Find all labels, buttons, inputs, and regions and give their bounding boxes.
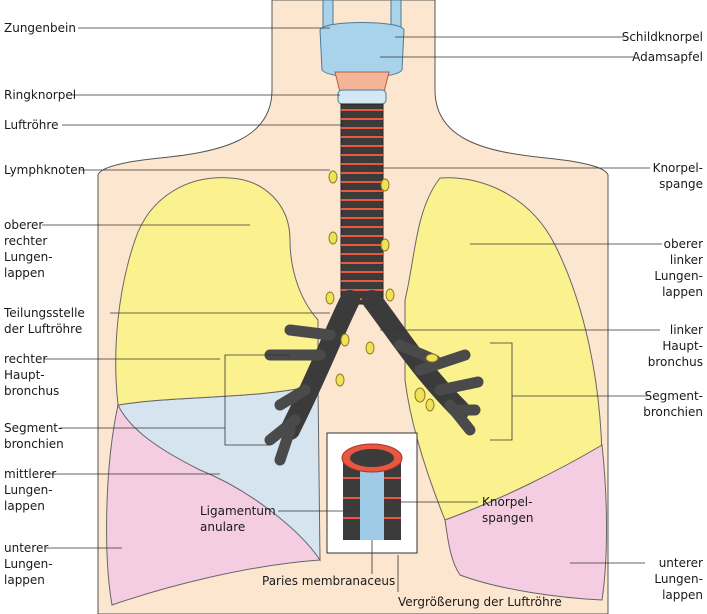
label-ringknorpel: Ringknorpel xyxy=(4,88,77,102)
magnification-inset xyxy=(326,432,418,554)
label-schildknorpel: Schildknorpel xyxy=(621,30,703,44)
larynx xyxy=(319,0,405,105)
right-lung xyxy=(106,177,321,606)
left-lower-lobe xyxy=(444,444,607,601)
trachea xyxy=(340,103,384,305)
label-zungenbein: Zungenbein xyxy=(4,21,76,35)
left-lung xyxy=(404,177,607,601)
label-vergroesserung: Vergrößerung der Luftröhre xyxy=(398,595,562,609)
label-segmentbronchien-left: Segment-bronchien xyxy=(4,421,64,451)
right-upper-lobe xyxy=(115,177,319,406)
bronchial-tree xyxy=(264,290,484,466)
leader-lines xyxy=(42,27,662,592)
label-knorpelspangen: Knorpel-spangen xyxy=(482,495,534,525)
label-luftroehre: Luftröhre xyxy=(4,118,59,132)
label-adamsapfel: Adamsapfel xyxy=(632,50,703,64)
label-paries-membranaceus: Paries membranaceus xyxy=(262,574,396,588)
label-knorpelspange: Knorpel-spange xyxy=(652,161,703,191)
label-lymphknoten: Lymphknoten xyxy=(4,163,86,177)
label-segmentbronchien-right: Segment-bronchien xyxy=(643,389,703,419)
lymph-nodes xyxy=(325,170,439,412)
